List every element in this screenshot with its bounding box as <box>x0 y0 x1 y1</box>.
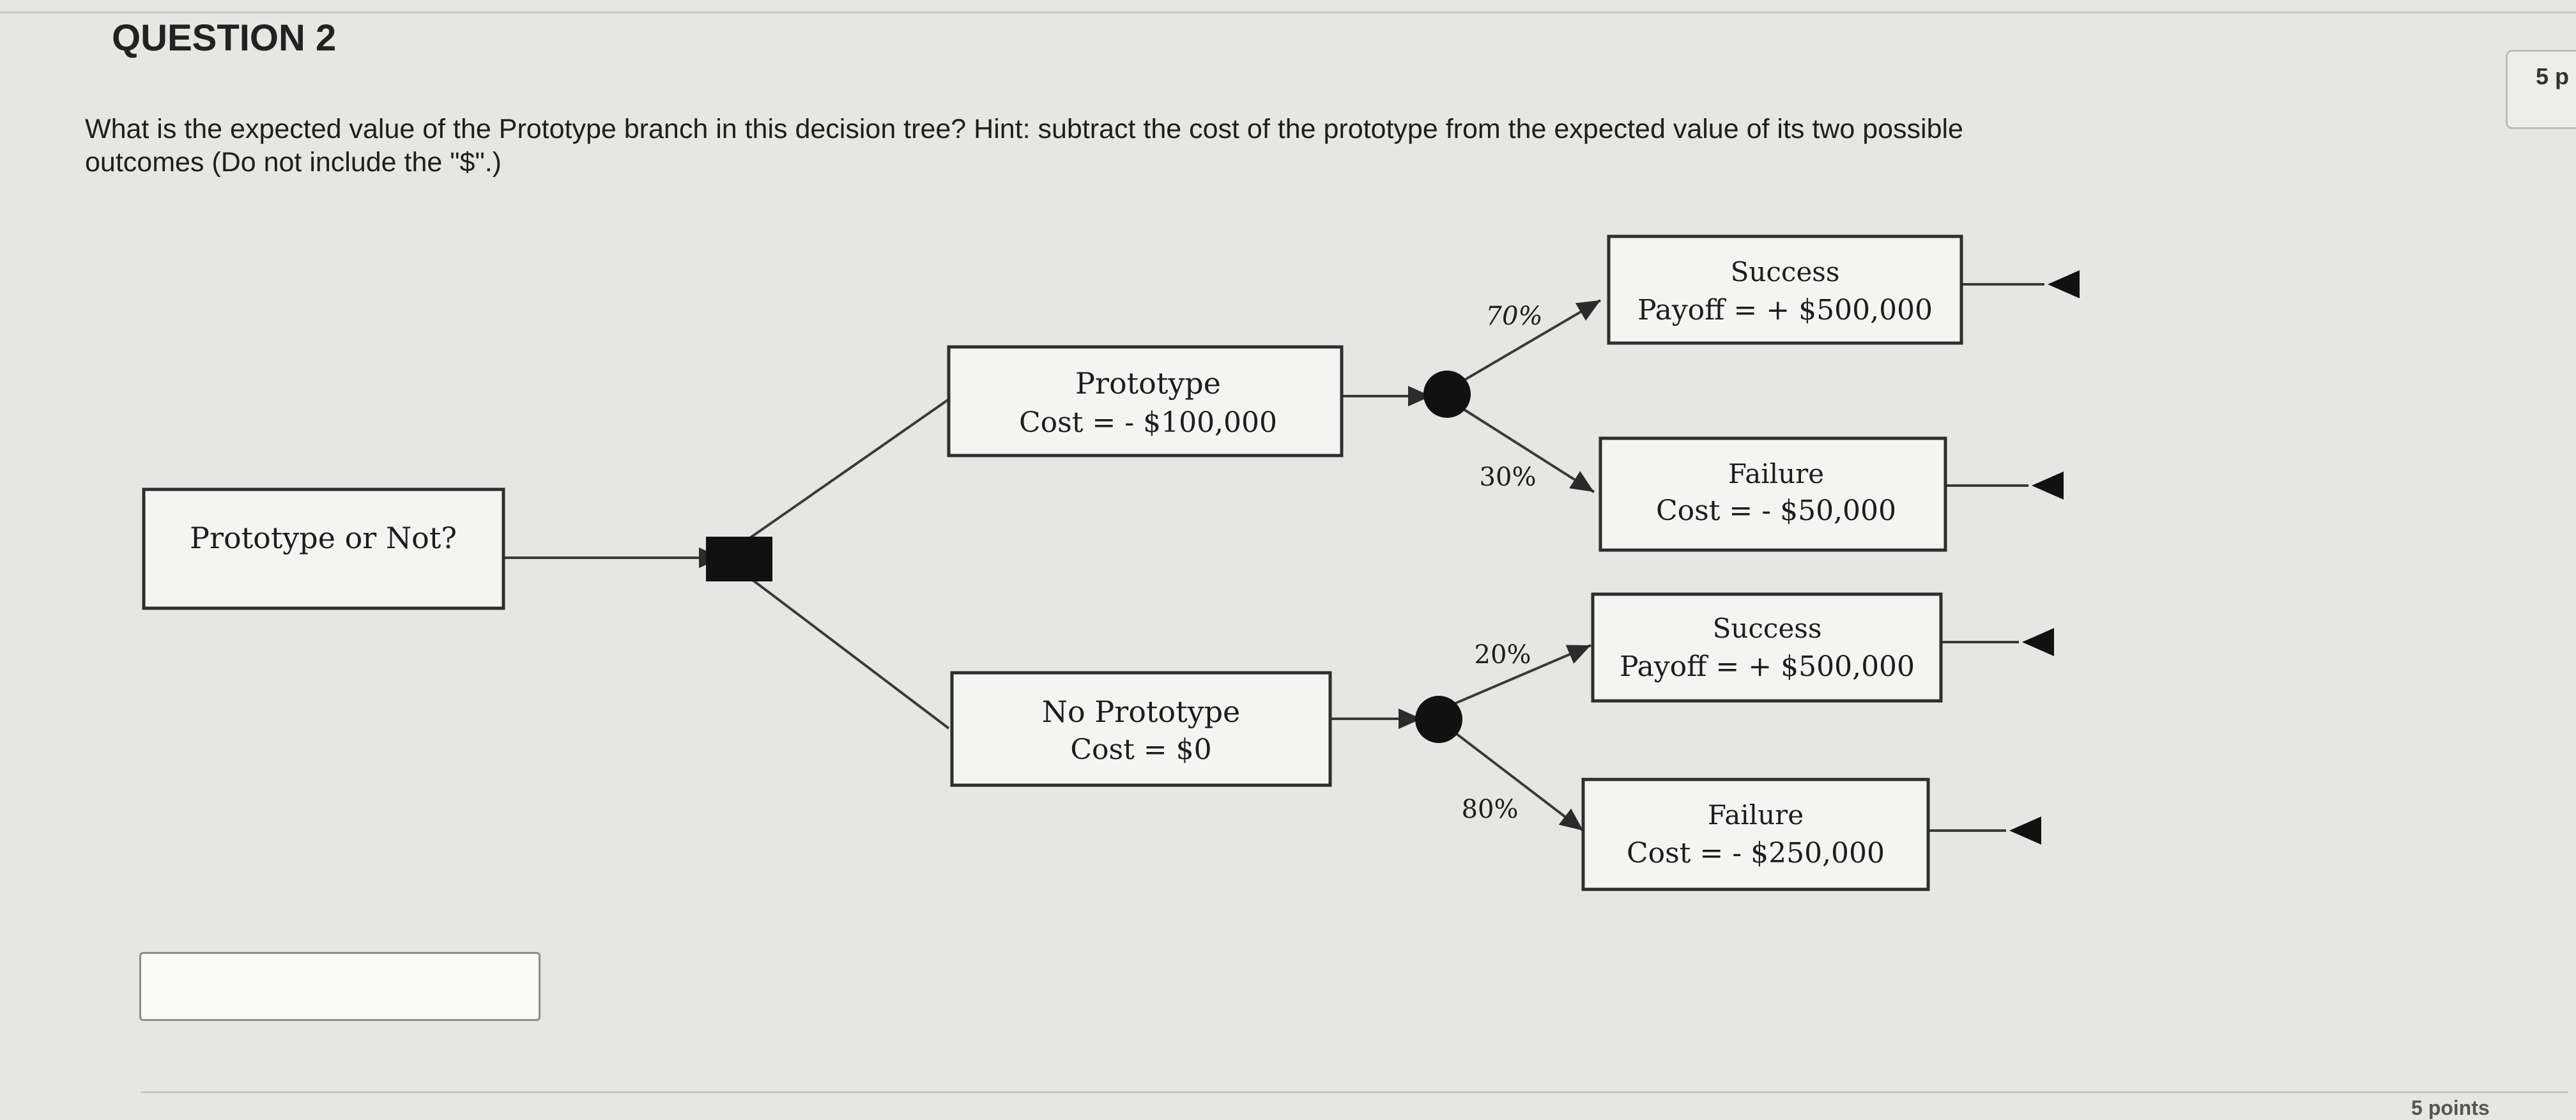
prob-30: 30% <box>1480 463 1537 492</box>
outcome-box-2 <box>1598 436 1947 552</box>
outcome-3-name: Success <box>1713 613 1822 644</box>
prototype-name: Prototype <box>1075 366 1221 401</box>
outcome-4-value: Cost = - $250,000 <box>1627 837 1885 870</box>
question-prompt-line-2: outcomes (Do not include the "$".) <box>85 147 502 178</box>
terminal-triangle-2 <box>2032 472 2064 500</box>
chance-node-prototype <box>1423 371 1471 418</box>
branch-70 <box>1462 299 1602 382</box>
question-prompt-line-1: What is the expected value of the Protot… <box>85 114 1963 144</box>
branch-to-no-prototype <box>743 572 950 730</box>
chance-node-no-prototype <box>1415 696 1462 743</box>
branch-to-prototype <box>743 398 950 543</box>
prototype-cost: Cost = - $100,000 <box>1019 406 1277 439</box>
terminal-triangle-3 <box>2022 628 2054 656</box>
outcome-1-value: Payoff = + $500,000 <box>1637 294 1933 326</box>
outcome-box-4 <box>1581 778 1930 891</box>
outcome-1-name: Success <box>1731 256 1840 288</box>
no-prototype-cost: Cost = $0 <box>1070 733 1211 766</box>
question-title: QUESTION 2 <box>112 17 337 59</box>
outcome-2-value: Cost = - $50,000 <box>1656 495 1896 527</box>
prob-80: 80% <box>1462 795 1519 824</box>
no-prototype-name: No Prototype <box>1042 694 1241 729</box>
branch-30 <box>1462 408 1595 493</box>
root-label: Prototype or Not? <box>190 521 457 555</box>
branch-20 <box>1453 644 1591 705</box>
terminal-triangle-4 <box>2009 817 2041 845</box>
outcome-4-name: Failure <box>1708 799 1804 831</box>
branch-80 <box>1452 730 1584 832</box>
points-tab-label: 5 p <box>2536 63 2570 89</box>
terminal-triangle-1 <box>2048 270 2080 298</box>
footer-points-label: 5 points <box>2411 1096 2490 1119</box>
prob-20: 20% <box>1475 640 1531 670</box>
outcome-2-name: Failure <box>1728 458 1824 489</box>
top-divider <box>0 12 2576 13</box>
outcome-box-1 <box>1607 234 1963 345</box>
points-tab: 5 p <box>2506 50 2576 129</box>
outcome-3-value: Payoff = + $500,000 <box>1620 650 1915 683</box>
prototype-box <box>947 345 1344 457</box>
question-prompt: What is the expected value of the Protot… <box>85 112 2321 179</box>
bottom-divider <box>141 1091 2568 1093</box>
decision-node <box>706 537 772 581</box>
no-prototype-box <box>950 671 1332 787</box>
prob-70: 70% <box>1486 302 1543 331</box>
root-box <box>142 487 505 610</box>
outcome-box-3 <box>1591 592 1943 703</box>
answer-input[interactable] <box>139 952 540 1021</box>
